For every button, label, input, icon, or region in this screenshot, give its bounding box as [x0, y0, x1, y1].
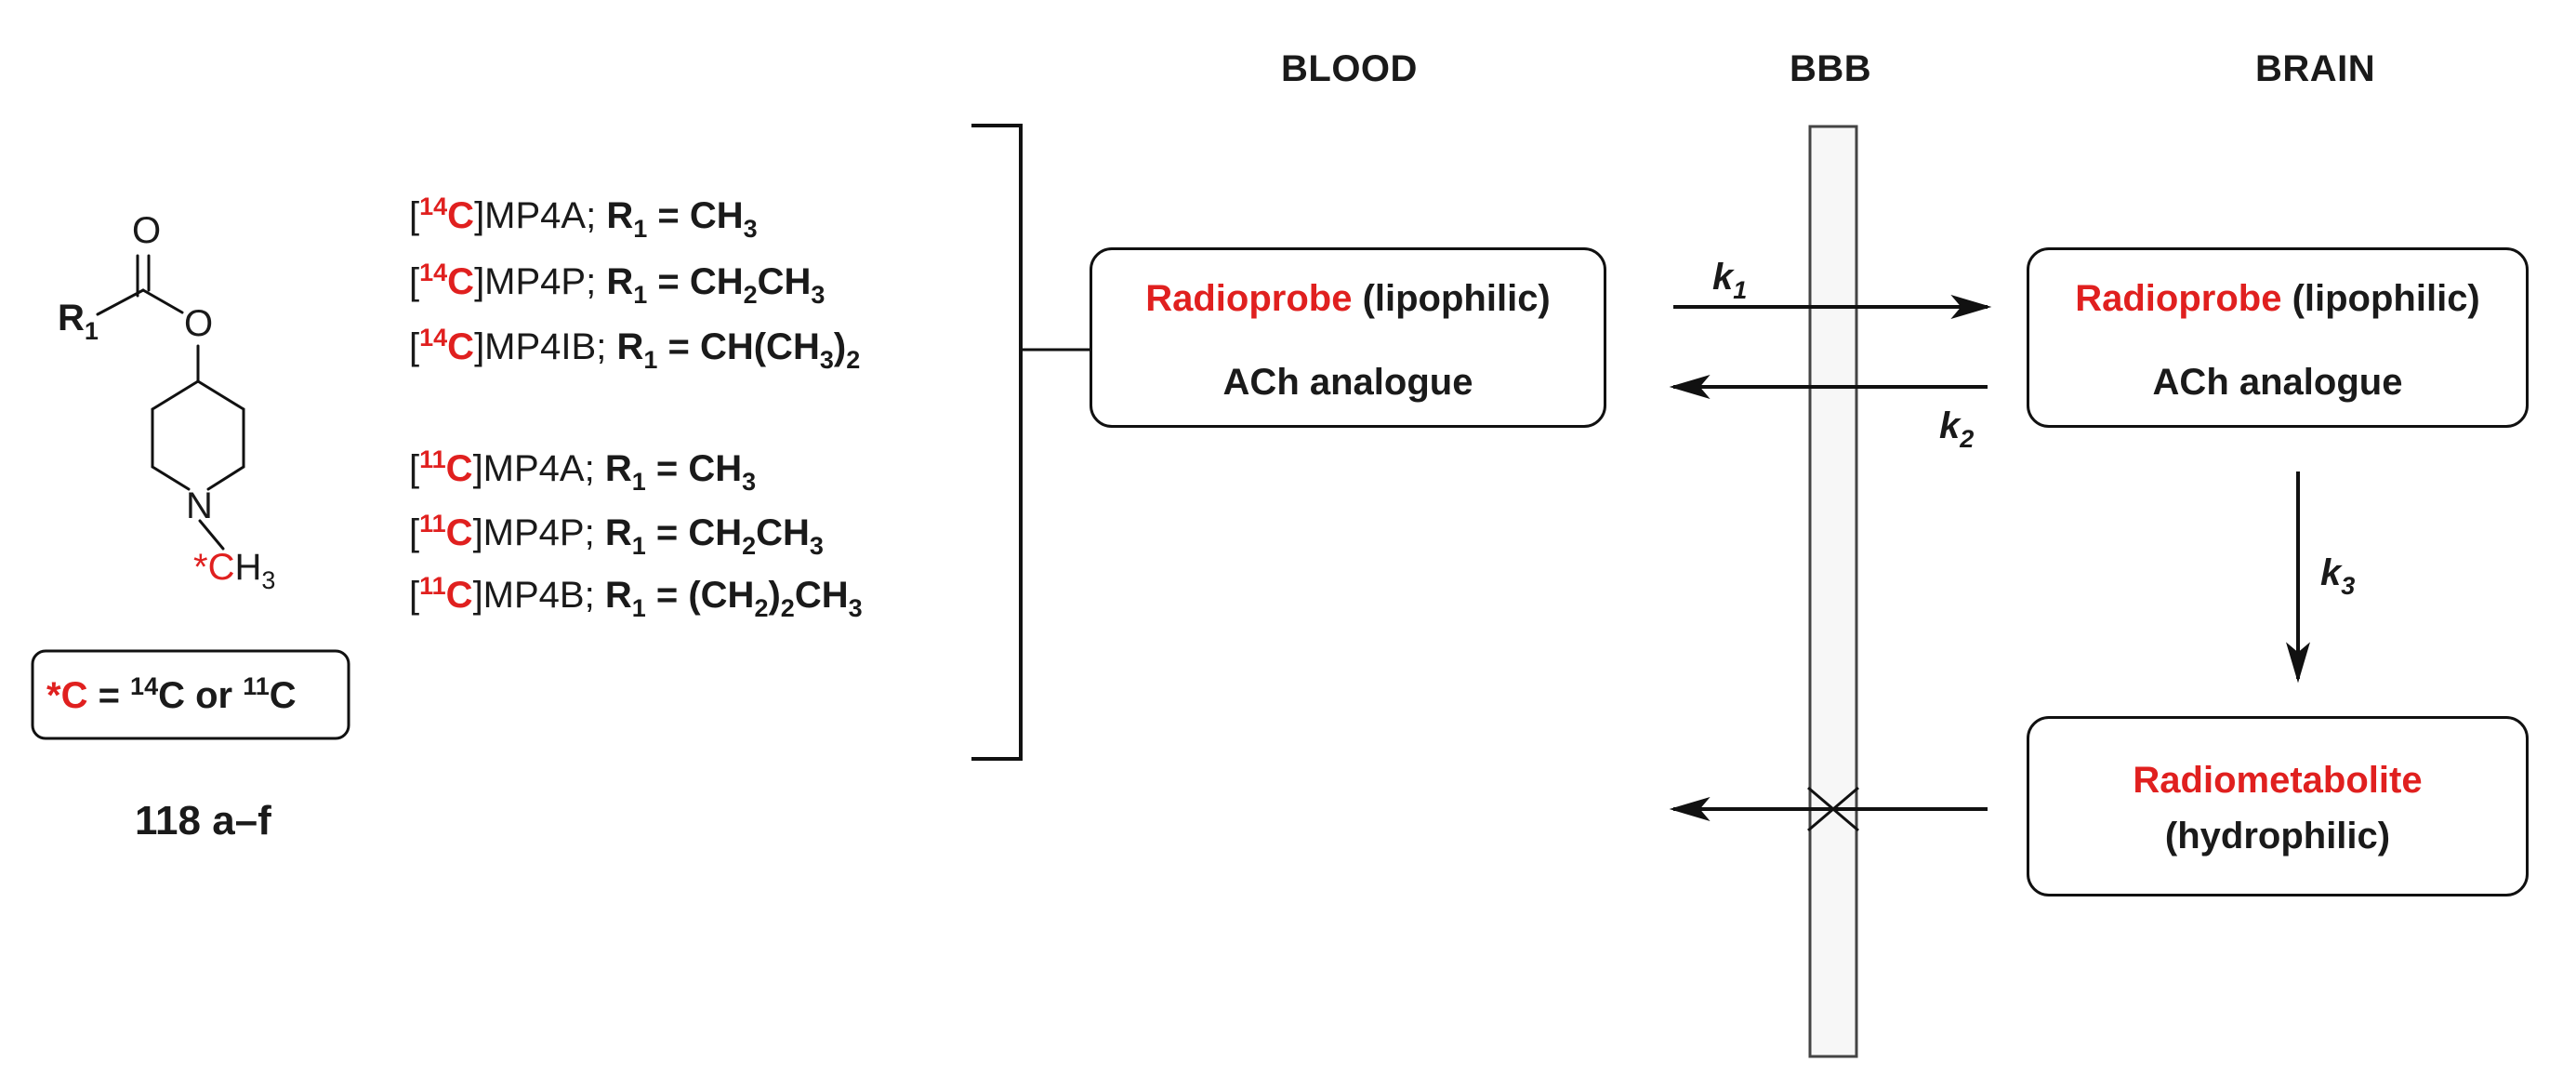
- atom-n-methyl: *CH3: [193, 547, 276, 594]
- atom-r1: R1: [58, 298, 99, 345]
- radiometabolite-label: Radiometabolite: [2133, 760, 2423, 801]
- rate-k1: k1: [1712, 257, 1748, 304]
- ach-analogue-label: ACh analogue: [2152, 362, 2403, 403]
- brain-radioprobe-box: Radioprobe (lipophilic) ACh analogue: [2027, 247, 2529, 428]
- ach-analogue-label: ACh analogue: [1222, 362, 1473, 403]
- isotope-legend: *C = 14C or 11C: [46, 672, 297, 717]
- molecule-skeleton: [96, 254, 245, 551]
- hydrophilic-label: (hydrophilic): [2164, 816, 2391, 857]
- atom-o-carbonyl: O: [132, 210, 162, 251]
- rate-k3: k3: [2320, 552, 2356, 600]
- brain-radiometabolite-box: Radiometabolite (hydrophilic): [2027, 716, 2529, 896]
- header-brain: BRAIN: [2255, 48, 2376, 89]
- compound-row: [14C]MP4P; R1 = CH2CH3: [409, 259, 826, 309]
- blocked-cross-icon: [1807, 786, 1859, 832]
- rate-k2: k2: [1939, 405, 1975, 453]
- compound-row: [14C]MP4IB; R1 = CH(CH3)2: [409, 324, 861, 374]
- radioprobe-label: Radioprobe: [1145, 278, 1353, 319]
- blood-radioprobe-box: Radioprobe (lipophilic) ACh analogue: [1090, 247, 1606, 428]
- compound-bracket: [971, 124, 1023, 761]
- compound-row: [11C]MP4B; R1 = (CH2)2CH3: [409, 572, 863, 622]
- compound-label: 118 a–f: [135, 798, 271, 843]
- atom-o-ester: O: [184, 303, 214, 344]
- isotope-legend-box: [31, 649, 350, 740]
- header-bbb: BBB: [1790, 48, 1872, 89]
- atom-n: N: [186, 485, 213, 526]
- bbb-membrane: [1808, 125, 1858, 1058]
- radioprobe-label: Radioprobe: [2075, 278, 2282, 319]
- compound-row: [11C]MP4A; R1 = CH3: [409, 445, 757, 496]
- header-blood: BLOOD: [1281, 48, 1418, 89]
- compound-row: [14C]MP4A; R1 = CH3: [409, 193, 758, 243]
- compound-row: [11C]MP4P; R1 = CH2CH3: [409, 510, 824, 560]
